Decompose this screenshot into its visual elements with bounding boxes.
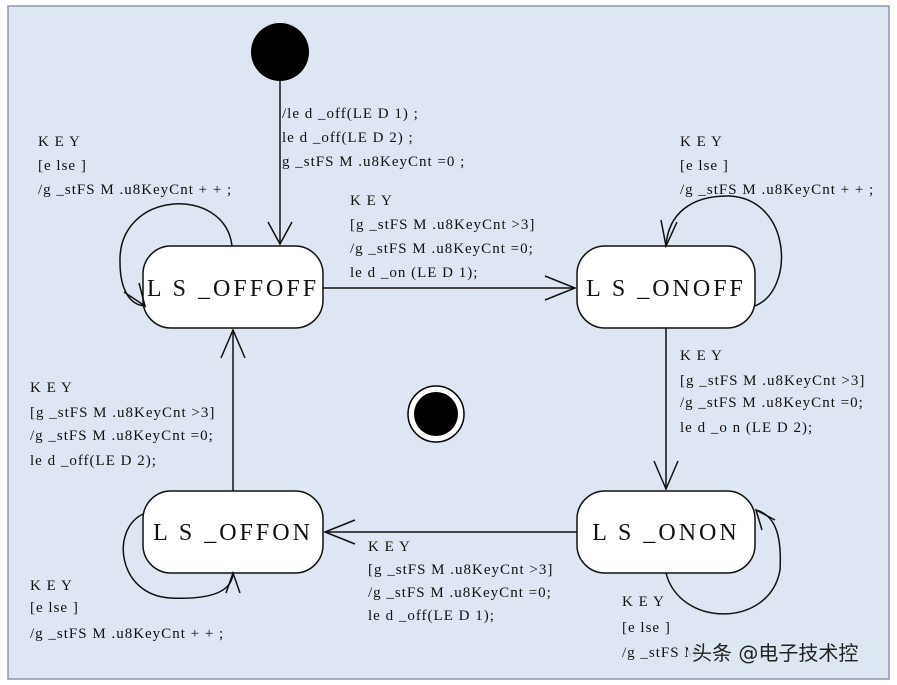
state-ls-onon: L S _ONON (576, 490, 756, 574)
diagram-background (7, 5, 890, 680)
offon-offoff-label-line-4: le d _off(LE D 2); (30, 453, 157, 469)
state-ls-offon: L S _OFFON (142, 490, 324, 574)
state-label-offon: L S _OFFON (153, 520, 313, 546)
state-label-offoff: L S _OFFOFF (147, 276, 319, 302)
state-ls-onoff: L S _ONOFF (576, 245, 756, 329)
watermark-text: 头条 @电子技术控 (692, 641, 858, 665)
state-label-onon: L S _ONON (592, 520, 739, 546)
offoff-self-label-line-2: [e lse ] (38, 158, 87, 174)
onoff-onon-label-line-3: /g _stFS M .u8KeyCnt =0; (680, 395, 864, 411)
onon-offon-label-line-1: K E Y (368, 539, 411, 555)
loop-onoff (665, 195, 783, 307)
onoff-onon-label-line-1: K E Y (680, 348, 723, 364)
initial-state (251, 23, 309, 81)
initial-label-line-2: le d _off(LE D 2) ; (282, 130, 414, 146)
loop-onon (665, 509, 782, 615)
offon-self-label-line-1: K E Y (30, 578, 73, 594)
onoff-onon-label-line-2: [g _stFS M .u8KeyCnt >3] (680, 373, 865, 389)
onon-self-label-line-1: K E Y (622, 594, 665, 610)
offon-self-label-line-2: [e lse ] (30, 600, 79, 616)
offoff-onoff-label-line-4: le d _on (LE D 1); (350, 265, 478, 281)
onon-offon-label-line-2: [g _stFS M .u8KeyCnt >3] (368, 562, 553, 578)
offon-offoff-label-line-1: K E Y (30, 380, 73, 396)
offoff-onoff-label-line-2: [g _stFS M .u8KeyCnt >3] (350, 217, 535, 233)
onoff-self-label-line-1: K E Y (680, 134, 723, 150)
arrowhead-offoff-onoff (544, 275, 578, 301)
offon-offoff-label-line-2: [g _stFS M .u8KeyCnt >3] (30, 405, 215, 421)
offoff-onoff-label-line-3: /g _stFS M .u8KeyCnt =0; (350, 241, 534, 257)
onoff-self-label-line-3: /g _stFS M .u8KeyCnt + + ; (680, 182, 874, 198)
state-label-onoff: L S _ONOFF (586, 276, 746, 302)
arrowhead-loop-offon (225, 570, 241, 594)
offoff-onoff-label-line-1: K E Y (350, 193, 393, 209)
offon-offoff-label-line-3: /g _stFS M .u8KeyCnt =0; (30, 428, 214, 444)
state-ls-offoff: L S _OFFOFF (142, 245, 324, 329)
arrowhead-loop-onoff (660, 219, 678, 249)
final-state-core (414, 392, 458, 436)
onon-self-label-line-2: [e lse ] (622, 620, 671, 636)
offoff-self-label-line-3: /g _stFS M .u8KeyCnt + + ; (38, 182, 232, 198)
onoff-self-label-line-2: [e lse ] (680, 158, 729, 174)
offoff-self-label-line-1: K E Y (38, 134, 81, 150)
initial-label-line-1: /le d _off(LE D 1) ; (282, 106, 419, 122)
onon-offon-label-line-4: le d _off(LE D 1); (368, 608, 495, 624)
watermark: 头条 @电子技术控 (688, 637, 880, 667)
arrowhead-onon-offon (322, 519, 356, 545)
loop-offoff (119, 203, 233, 307)
arrowhead-offon-offoff (220, 328, 246, 359)
offon-self-label-line-3: /g _stFS M .u8KeyCnt + + ; (30, 626, 224, 642)
onon-self-label-line-3: /g _stFS M (622, 645, 699, 661)
onon-offon-label-line-3: /g _stFS M .u8KeyCnt =0; (368, 585, 552, 601)
arrowhead-initial (267, 221, 293, 246)
arrowhead-loop-offoff (123, 282, 147, 308)
arrowhead-loop-onon (754, 508, 776, 531)
arrowhead-onoff-onon (653, 460, 679, 491)
initial-label-line-3: g _stFS M .u8KeyCnt =0 ; (282, 154, 465, 170)
loop-offon (122, 513, 234, 599)
onoff-onon-label-line-4: le d _o n (LE D 2); (680, 420, 813, 436)
